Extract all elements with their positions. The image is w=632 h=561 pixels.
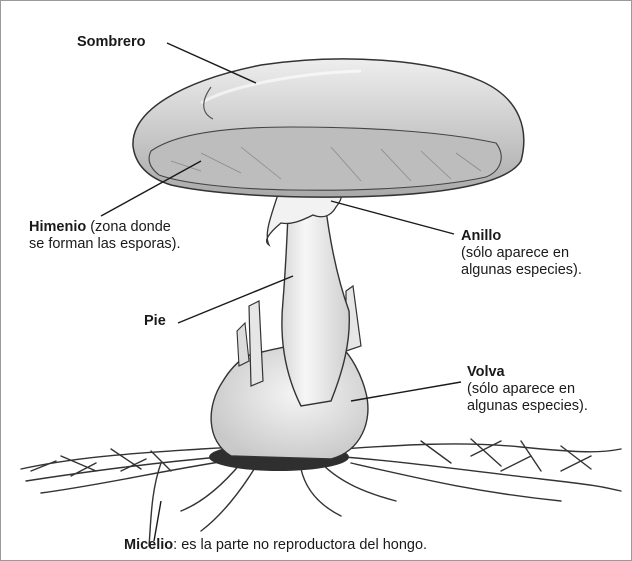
label-anillo: Anillo (sólo aparece en algunas especies… [461, 228, 582, 279]
desc-anillo-line2: algunas especies). [461, 262, 582, 278]
term-volva: Volva [467, 364, 505, 380]
term-himenio: Himenio [29, 219, 86, 235]
label-micelio: Micelio: es la parte no reproductora del… [124, 537, 427, 554]
desc-micelio: : es la parte no reproductora del hongo. [173, 537, 427, 553]
desc-himenio-line1: (zona donde [86, 219, 171, 235]
hymenium-shape [149, 127, 501, 190]
term-pie: Pie [144, 313, 166, 329]
label-himenio: Himenio (zona donde se forman las espora… [29, 219, 181, 253]
term-anillo: Anillo [461, 228, 501, 244]
label-volva: Volva (sólo aparece en algunas especies)… [467, 364, 588, 415]
desc-volva-line2: algunas especies). [467, 398, 588, 414]
term-micelio: Micelio [124, 537, 173, 553]
desc-volva-line1: (sólo aparece en [467, 381, 575, 397]
desc-anillo-line1: (sólo aparece en [461, 245, 569, 261]
label-pie: Pie [144, 313, 166, 330]
term-sombrero: Sombrero [77, 34, 146, 50]
desc-himenio-line2: se forman las esporas). [29, 236, 181, 252]
label-sombrero: Sombrero [77, 34, 146, 51]
